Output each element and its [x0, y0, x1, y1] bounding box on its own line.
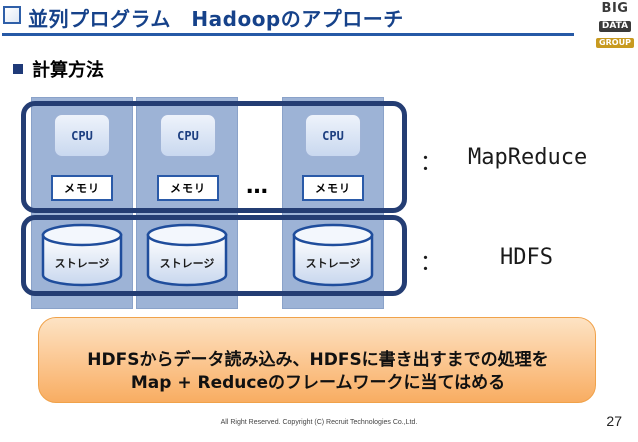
- copyright-footer: All Right Reserved. Copyright (C) Recrui…: [220, 419, 418, 426]
- hdfs-colon: ：: [420, 251, 443, 276]
- compute-node-2: CPU メモリ ストレージ: [136, 97, 238, 309]
- logo-line-group: GROUP: [596, 38, 634, 48]
- storage-label: ストレージ: [159, 257, 215, 270]
- bullet-square-icon: [13, 64, 23, 74]
- storage-cylinder: ストレージ: [292, 223, 374, 287]
- storage-cylinder-icon: [41, 223, 123, 287]
- storage-cylinder: ストレージ: [41, 223, 123, 287]
- title-checkbox-icon: [3, 6, 21, 24]
- ellipsis: …: [246, 174, 269, 199]
- big-data-group-logo: BIG DATA GROUP: [594, 1, 636, 48]
- hdfs-label: HDFS: [500, 245, 553, 270]
- callout-line-2: Map + Reduceのフレームワークに当てはめる: [130, 373, 506, 393]
- memory-box: メモリ: [51, 175, 113, 201]
- storage-cylinder: ストレージ: [146, 223, 228, 287]
- page-number: 27: [606, 413, 622, 429]
- compute-node-3: CPU メモリ ストレージ: [282, 97, 384, 309]
- compute-node-1: CPU メモリ ストレージ: [31, 97, 133, 309]
- storage-label: ストレージ: [54, 257, 110, 270]
- section-heading: 計算方法: [32, 60, 104, 81]
- summary-callout: HDFSからデータ読み込み、HDFSに書き出すまでの処理を Map + Redu…: [38, 317, 596, 403]
- cpu-box: CPU: [305, 114, 361, 157]
- title-underline: [2, 33, 574, 36]
- mapreduce-layer-bracket: [21, 101, 407, 213]
- storage-cylinder-icon: [146, 223, 228, 287]
- logo-line-data: DATA: [598, 21, 632, 32]
- logo-line-big: BIG: [601, 1, 629, 16]
- storage-cylinder-icon: [292, 223, 374, 287]
- memory-box: メモリ: [302, 175, 364, 201]
- mapreduce-colon: ：: [420, 151, 443, 176]
- mapreduce-label: MapReduce: [468, 145, 588, 170]
- memory-box: メモリ: [157, 175, 219, 201]
- cpu-box: CPU: [160, 114, 216, 157]
- callout-line-1: HDFSからデータ読み込み、HDFSに書き出すまでの処理を: [87, 350, 549, 370]
- cpu-box: CPU: [54, 114, 110, 157]
- page-title: 並列プログラム Hadoopのアプローチ: [28, 7, 404, 31]
- hdfs-layer-bracket: [21, 215, 407, 296]
- storage-label: ストレージ: [305, 257, 361, 270]
